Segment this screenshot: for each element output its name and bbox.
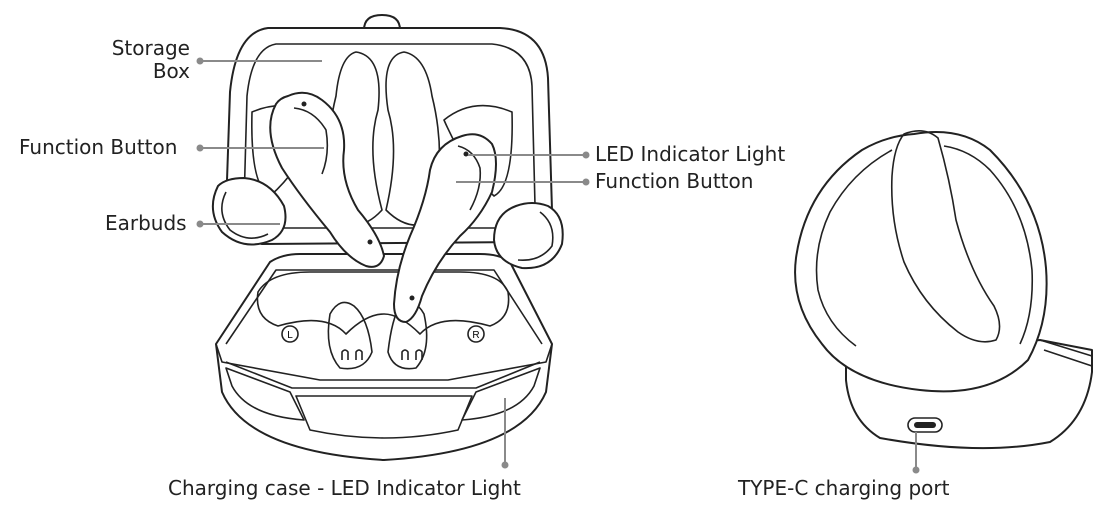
led-indicator-light-label: LED Indicator Light	[595, 142, 786, 166]
charging-case-led-label: Charging case - LED Indicator Light	[168, 476, 521, 500]
left-marker	[281, 325, 299, 343]
storage-box-label-line1: Storage	[111, 36, 190, 60]
earbuds-label: Earbuds	[105, 211, 187, 235]
right-marker	[467, 325, 485, 343]
left-earbud-stem	[269, 91, 385, 268]
storage-box-label-line2: Box	[152, 59, 190, 83]
right-marker-text: R	[472, 330, 479, 341]
left-marker-text: L	[287, 330, 293, 341]
function-button-right-label: Function Button	[595, 169, 754, 193]
open-case-illustration: L R	[211, 14, 564, 461]
storage-box-label: Storage Box	[92, 37, 190, 83]
type-c-port-label: TYPE-C charging port	[738, 476, 950, 500]
led-facet-left	[225, 367, 305, 421]
function-button-left-label: Function Button	[19, 135, 178, 159]
closed-case-lid	[794, 131, 1048, 393]
leader-lines	[196, 57, 920, 474]
closed-case-illustration	[794, 130, 1093, 450]
left-earbud	[211, 91, 385, 268]
lid-hinge	[363, 14, 401, 31]
